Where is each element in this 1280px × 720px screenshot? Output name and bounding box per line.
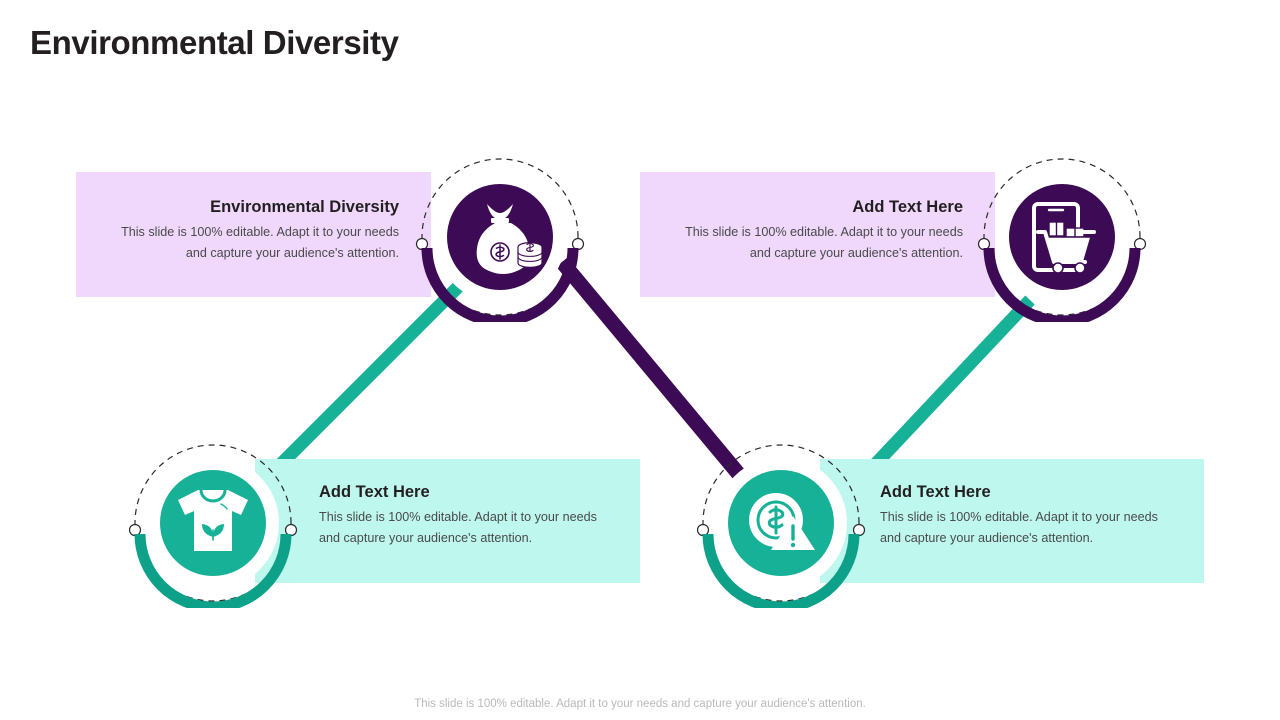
dashed-ring-endpoint-left-icon — [696, 523, 710, 537]
page-title: Environmental Diversity — [30, 24, 399, 61]
dashed-ring-endpoint-right-icon — [284, 523, 298, 537]
dashed-ring-endpoint-left-icon — [977, 237, 991, 251]
node-1-arc — [421, 247, 579, 322]
dashed-ring-endpoint-right-icon — [1133, 237, 1147, 251]
text-box-3[interactable]: Add Text Here This slide is 100% editabl… — [255, 459, 640, 583]
coin-stack-icon — [517, 241, 543, 268]
text-box-3-title: Add Text Here — [319, 483, 430, 501]
text-box-1-body: This slide is 100% editable. Adapt it to… — [121, 224, 399, 261]
footer-note: This slide is 100% editable. Adapt it to… — [414, 698, 866, 710]
dashed-ring-icon — [702, 444, 860, 602]
text-box-3-body: This slide is 100% editable. Adapt it to… — [319, 509, 597, 546]
dashed-ring-endpoint-right-icon — [571, 237, 585, 251]
node-2[interactable] — [977, 152, 1147, 322]
text-box-2[interactable]: Add Text Here This slide is 100% editabl… — [640, 172, 995, 297]
node-4[interactable] — [696, 438, 866, 608]
text-box-2-body: This slide is 100% editable. Adapt it to… — [685, 224, 963, 261]
dashed-ring-endpoint-right-icon — [852, 523, 866, 537]
eco-tshirt-icon — [178, 489, 248, 551]
node-1[interactable] — [415, 152, 585, 322]
node-4-arc — [702, 533, 860, 608]
text-box-2-title: Add Text Here — [852, 198, 963, 216]
text-box-1[interactable]: Environmental Diversity This slide is 10… — [76, 172, 431, 297]
node-3[interactable] — [128, 438, 298, 608]
dashed-ring-icon — [134, 444, 292, 602]
dollar-warning-icon — [749, 493, 815, 550]
dashed-ring-icon — [983, 158, 1141, 316]
text-box-1-title: Environmental Diversity — [210, 198, 399, 216]
dashed-ring-endpoint-left-icon — [415, 237, 429, 251]
money-bag-icon — [476, 204, 543, 274]
text-box-4-title: Add Text Here — [880, 483, 991, 501]
node-3-arc — [134, 533, 292, 608]
connector-node1-node4 — [556, 257, 748, 483]
dashed-ring-icon — [421, 158, 579, 316]
text-box-4[interactable]: Add Text Here This slide is 100% editabl… — [820, 459, 1204, 583]
dashed-ring-endpoint-left-icon — [128, 523, 142, 537]
mobile-shopping-cart-icon — [1032, 202, 1096, 274]
node-2-arc — [983, 247, 1141, 322]
text-box-4-body: This slide is 100% editable. Adapt it to… — [880, 509, 1158, 546]
